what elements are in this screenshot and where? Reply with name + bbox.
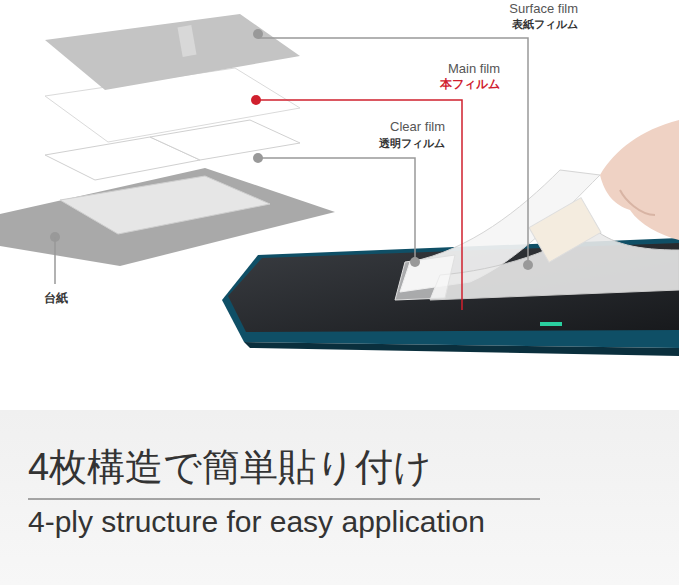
leader-line	[256, 100, 462, 310]
leader-line	[54, 237, 56, 284]
clear-film-on-phone	[395, 255, 455, 300]
leader-dot	[523, 260, 533, 270]
surface-print	[178, 25, 197, 57]
base-sheet	[0, 168, 335, 266]
base-window	[60, 176, 270, 234]
leader-line	[258, 158, 415, 258]
callout-label: 台紙	[44, 292, 68, 306]
divider-line	[28, 499, 540, 500]
caption-band	[0, 410, 679, 585]
leader-dot	[410, 257, 420, 267]
main-film	[45, 68, 300, 142]
phone-button	[540, 322, 562, 326]
leader-line	[258, 38, 528, 262]
callout-label: Main film	[448, 62, 500, 77]
hand-shade	[620, 190, 655, 215]
surface-film	[45, 14, 300, 90]
hand	[600, 120, 679, 240]
callout-label: 表紙フィルム	[512, 18, 578, 31]
callout-label: Clear film	[390, 120, 445, 135]
headline: 4枚構造で簡単貼り付け	[28, 446, 432, 490]
tab	[529, 198, 601, 263]
phone-edge	[244, 342, 679, 356]
callout-label: Surface film	[509, 2, 578, 17]
callout-label: 透明フィルム	[379, 137, 445, 150]
subheadline: 4-ply structure for easy application	[28, 505, 485, 540]
callout-label: 本フィルム	[440, 78, 500, 92]
